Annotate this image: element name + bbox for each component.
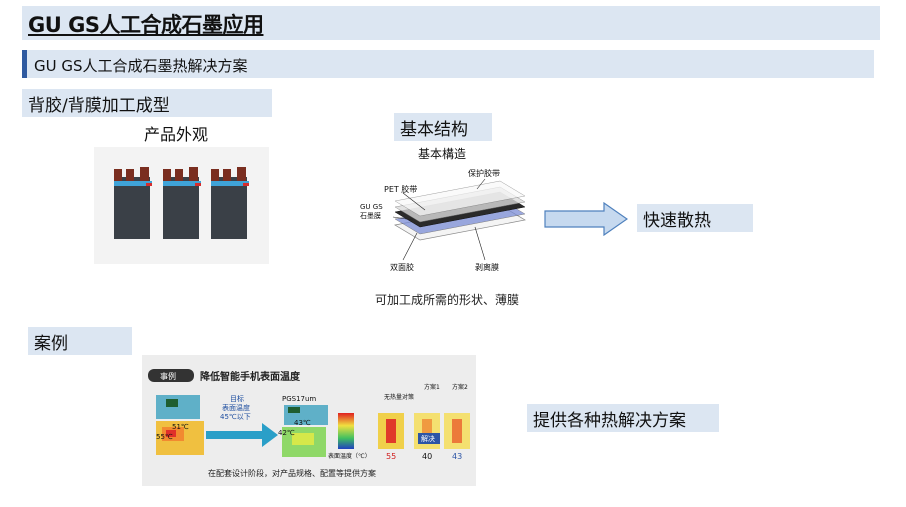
page-subtitle: GU GS人工合成石墨热解决方案 — [34, 57, 248, 75]
leader-line — [476, 178, 486, 190]
layer-structure-diagram: PET 胶带 保护胶带 GU GS 石墨膜 双面胶 剥离膜 — [360, 168, 526, 272]
title-bar — [22, 6, 880, 40]
target-line3: 45℃以下 — [220, 413, 251, 421]
graphite-label-line1: GU GS — [360, 203, 383, 211]
cooling-label: 快速散热 — [637, 204, 753, 232]
right-arrow-icon — [544, 202, 628, 236]
structure-label: 基本结构 — [394, 113, 492, 141]
graphite-sheet — [163, 167, 201, 239]
temp-55: 55℃ — [156, 433, 173, 441]
subtitle-accent — [22, 50, 27, 78]
product-photo — [94, 147, 269, 264]
backing-label: 背胶/背膜加工成型 — [22, 89, 272, 117]
case-tag: 事例 — [160, 371, 176, 381]
phone-heatmap-before — [156, 395, 204, 455]
pet-tape-label: PET 胶带 — [384, 184, 417, 194]
leader-line — [402, 192, 426, 211]
value-plan2: 43 — [452, 452, 462, 461]
case-label: 案例 — [28, 327, 132, 355]
surface-temp-row-label: 表面温度（℃） — [328, 452, 371, 460]
thermal-map-none — [378, 413, 404, 449]
solve-tag-bg — [418, 433, 440, 444]
value-plan1: 40 — [422, 452, 432, 461]
temp-51: 51℃ — [172, 423, 189, 431]
case-study-panel: 事例 降低智能手机表面温度 51℃ 55℃ 目标 表面温度 45℃以下 PGS1… — [142, 355, 476, 486]
subtitle-bar — [22, 50, 874, 78]
thermal-map-plan2 — [444, 413, 470, 449]
product-label: 产品外观 — [144, 125, 209, 144]
double-tape-label: 双面胶 — [390, 262, 414, 272]
page-title: GU GS人工合成石墨应用 — [28, 13, 264, 37]
pgs-label: PGS17um — [282, 395, 316, 403]
solutions-label: 提供各种热解决方案 — [527, 404, 719, 432]
target-line1: 目标 — [230, 394, 244, 403]
solve-tag: 解决 — [421, 434, 435, 443]
shape-caption: 可加工成所需的形状、薄膜 — [375, 293, 520, 307]
protect-tape-label: 保护胶带 — [468, 168, 500, 178]
temp-42: 42℃ — [278, 429, 295, 437]
temp-43: 43℃ — [294, 419, 311, 427]
release-film-label: 剥离膜 — [475, 262, 499, 272]
leader-line — [474, 226, 486, 261]
graphite-sheet — [114, 167, 152, 239]
color-scale — [338, 413, 354, 449]
leader-line — [402, 232, 418, 261]
structure-sublabel: 基本構造 — [418, 147, 467, 161]
improvement-arrow-icon — [206, 423, 278, 447]
phone-heatmap-after — [282, 405, 328, 457]
target-line2: 表面温度 — [222, 403, 250, 412]
case-title: 降低智能手机表面温度 — [200, 370, 301, 383]
col-plan2-label: 方案2 — [452, 383, 468, 391]
leader-line — [392, 216, 414, 221]
col-plan1-label: 方案1 — [424, 383, 440, 391]
protect-tape-layer — [394, 180, 526, 217]
col-none-label: 无热量对策 — [384, 393, 414, 401]
case-footer: 在配套设计阶段，对产品规格、配置等提供方案 — [208, 468, 376, 478]
graphite-sheet — [211, 167, 249, 239]
value-none: 55 — [386, 452, 396, 461]
graphite-label-line2: 石墨膜 — [360, 211, 381, 220]
case-tag-bg — [148, 369, 194, 382]
